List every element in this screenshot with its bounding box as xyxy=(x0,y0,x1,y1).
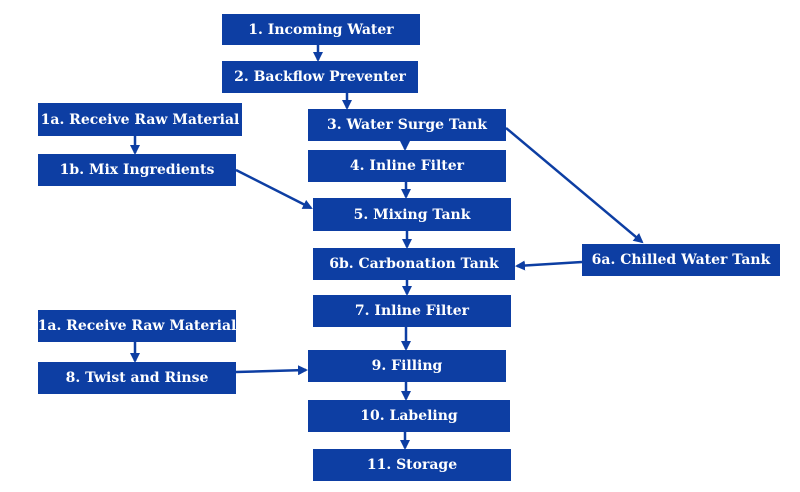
node-inline-filter-4: 4. Inline Filter xyxy=(308,150,506,182)
node-label: 4. Inline Filter xyxy=(349,158,465,174)
node-water-surge-tank: 3. Water Surge Tank xyxy=(308,109,506,141)
node-label: 1b. Mix Ingredients xyxy=(59,162,215,178)
node-filling: 9. Filling xyxy=(308,350,506,382)
node-label: 10. Labeling xyxy=(360,408,458,424)
arrow-twist-rinse-to-filling xyxy=(235,365,308,376)
node-label: 11. Storage xyxy=(366,457,458,473)
arrow-surge-tank-to-chilled-water xyxy=(505,127,644,244)
node-label: 1. Incoming Water xyxy=(248,21,394,38)
node-labeling: 10. Labeling xyxy=(308,400,510,432)
node-chilled-water-tank: 6a. Chilled Water Tank xyxy=(582,244,780,276)
node-label: 1a. Receive Raw Material xyxy=(40,111,240,128)
node-label: 2. Backflow Preventer xyxy=(234,69,406,85)
node-twist-and-rinse: 8. Twist and Rinse xyxy=(38,362,236,394)
arrow-chilled-water-to-carbonation-tank xyxy=(515,260,583,271)
node-label: 9. Filling xyxy=(371,358,443,374)
node-label: 3. Water Surge Tank xyxy=(327,117,487,133)
node-incoming-water: 1. Incoming Water xyxy=(222,14,420,45)
node-backflow-preventer: 2. Backflow Preventer xyxy=(222,61,418,93)
node-receive-raw-material-top: 1a. Receive Raw Material xyxy=(38,103,242,136)
node-label: 6b. Carbonation Tank xyxy=(329,256,499,272)
node-label: 6a. Chilled Water Tank xyxy=(591,252,771,268)
node-carbonation-tank: 6b. Carbonation Tank xyxy=(313,248,515,280)
node-storage: 11. Storage xyxy=(313,449,511,481)
node-label: 5. Mixing Tank xyxy=(353,206,471,223)
node-receive-raw-material-bottom: 1a. Receive Raw Material xyxy=(38,310,236,342)
arrow-mix-ingredients-to-mixing-tank xyxy=(235,168,313,210)
node-label: 8. Twist and Rinse xyxy=(65,370,209,386)
node-label: 1a. Receive Raw Material xyxy=(37,318,237,334)
node-mix-ingredients: 1b. Mix Ingredients xyxy=(38,154,236,186)
node-label: 7. Inline Filter xyxy=(354,303,470,319)
node-mixing-tank: 5. Mixing Tank xyxy=(313,198,511,231)
node-inline-filter-7: 7. Inline Filter xyxy=(313,295,511,327)
